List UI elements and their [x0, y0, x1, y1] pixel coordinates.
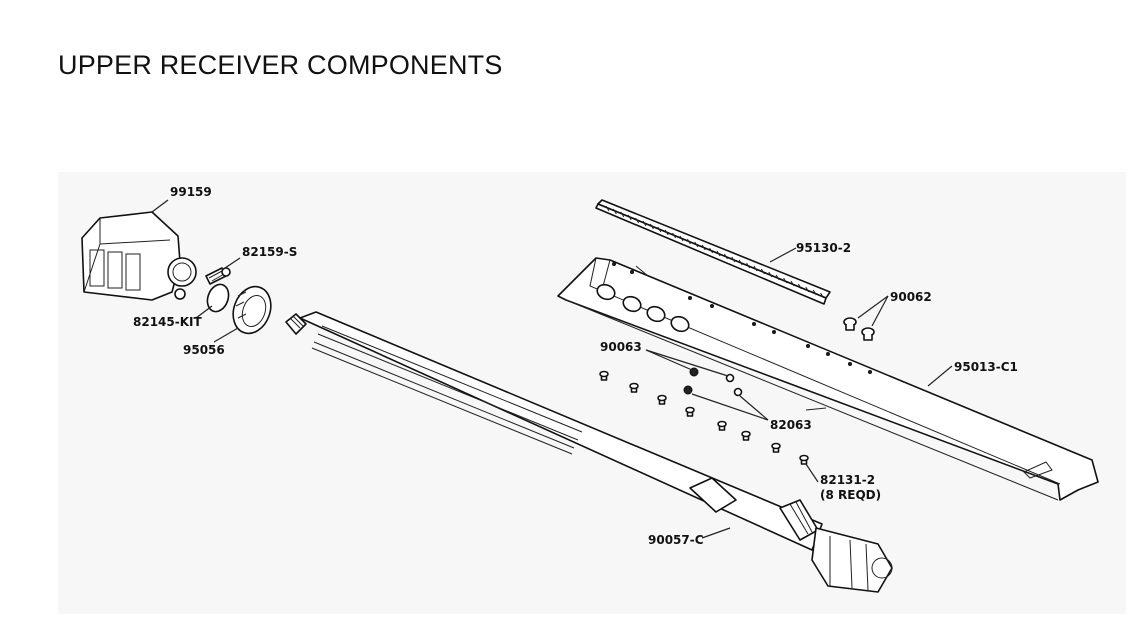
diagram-panel	[58, 172, 1126, 614]
part-90063-82063-hardware	[683, 367, 743, 397]
label-95130-2: 95130-2	[796, 241, 851, 255]
screw-82131-2	[685, 406, 695, 417]
screw-82131-2	[717, 420, 727, 431]
label-99159: 99159	[170, 185, 212, 199]
page-title: UPPER RECEIVER COMPONENTS	[58, 50, 503, 80]
leader-lines	[151, 199, 953, 539]
part-95013-c1-handguard	[557, 257, 1099, 501]
label-82131-2-quantity: (8 REQD)	[820, 488, 881, 502]
label-82063: 82063	[770, 418, 812, 432]
screw-82131-2	[599, 370, 609, 381]
label-90063: 90063	[600, 340, 642, 354]
part-82145-kit-oring	[206, 283, 230, 313]
screw-82131-2	[629, 382, 639, 393]
label-90062: 90062	[890, 290, 932, 304]
screw-82131-2	[799, 454, 809, 465]
label-95056: 95056	[183, 343, 225, 357]
screw-82131-2	[771, 442, 781, 453]
part-99159-block	[81, 211, 197, 301]
screw-82131-2	[657, 394, 667, 405]
part-95130-2-rail	[595, 199, 831, 305]
screw-82131-2	[741, 430, 751, 441]
label-82131-2: 82131-2	[820, 473, 875, 487]
label-82145-kit: 82145-KIT	[133, 315, 202, 329]
part-90062-screws	[843, 317, 875, 341]
label-95013-c1: 95013-C1	[954, 360, 1018, 374]
part-90057-c-barrel	[285, 311, 893, 593]
label-82159-s: 82159-S	[242, 245, 297, 259]
label-90057-c: 90057-C	[648, 533, 704, 547]
part-82159-s-screw	[205, 267, 231, 285]
part-95056-nut	[232, 285, 272, 335]
part-82131-2-screws	[599, 370, 809, 465]
